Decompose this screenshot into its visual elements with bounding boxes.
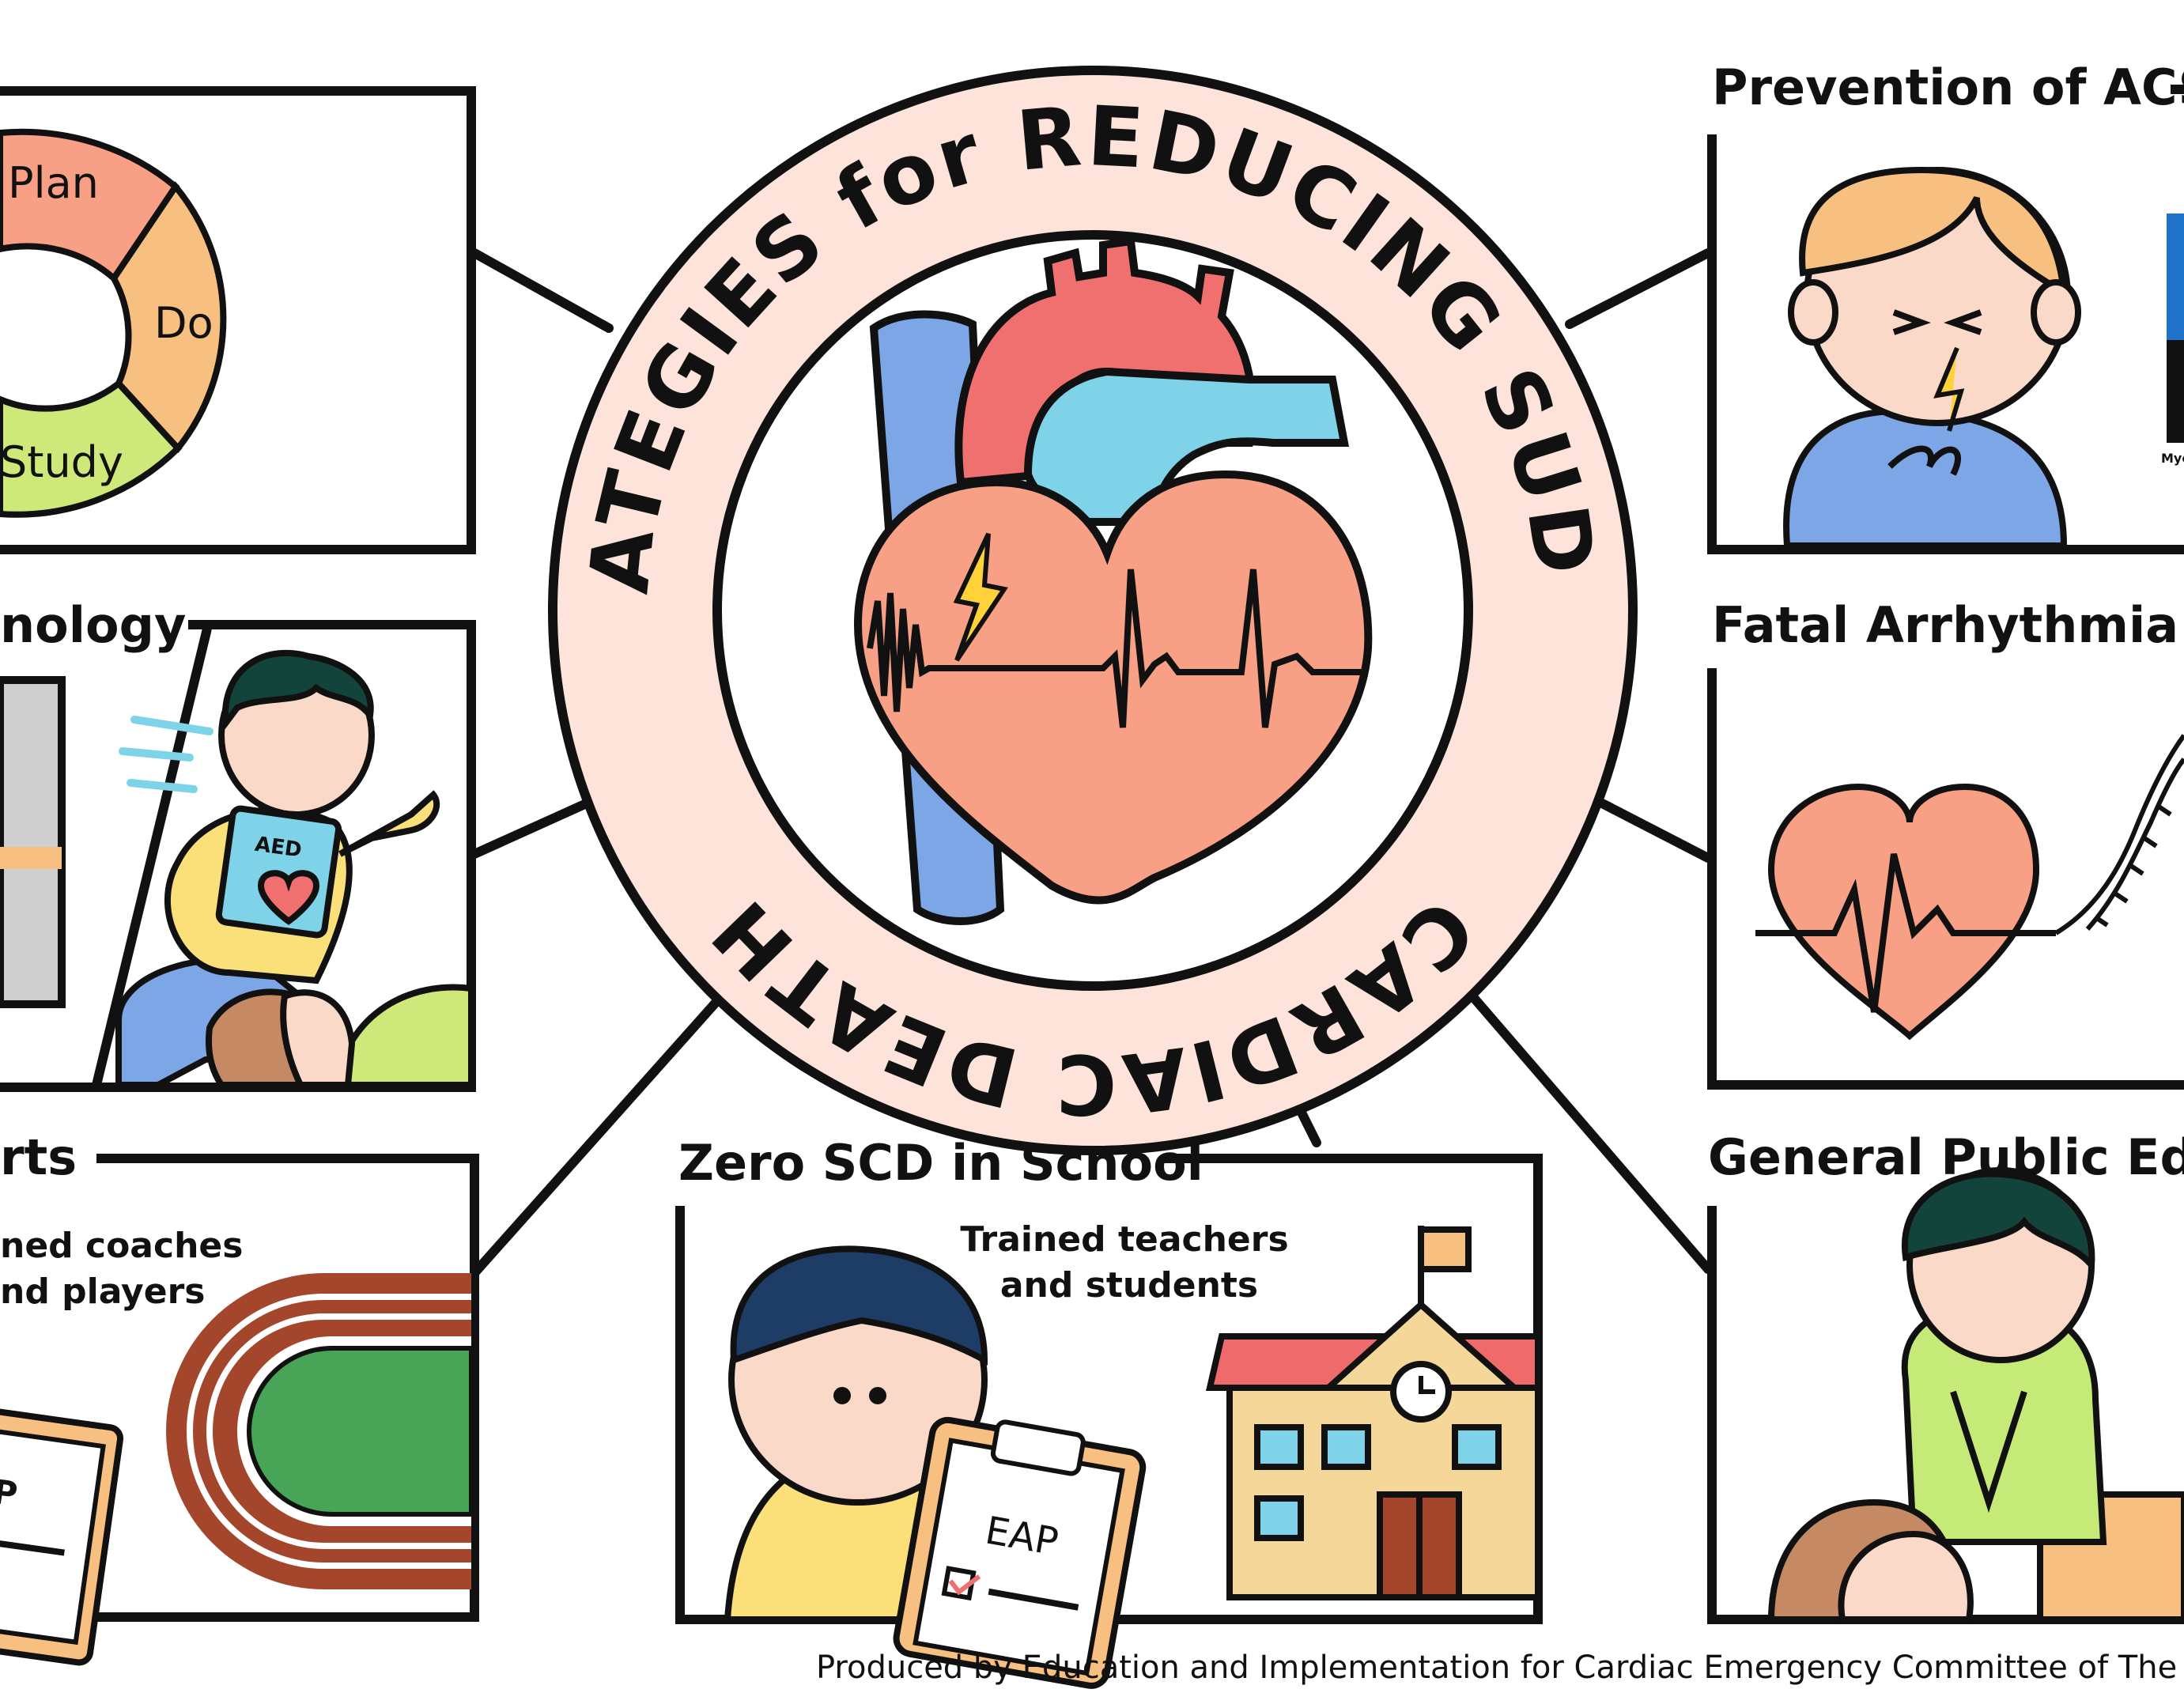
panel-sports: rts ned coaches nd players P [0, 1128, 479, 1666]
panel-arrhythmia: Fatal Arrhythmia Pre [1707, 596, 2184, 1090]
pdsa-cycle [0, 128, 227, 518]
school-eap-clipboard: EAP [893, 1416, 1147, 1689]
panel-public: General Public Educ [1707, 1128, 2184, 1624]
sports-eap-clipboard: P [0, 1403, 124, 1666]
school-line1: Trained teachers [960, 1219, 1288, 1260]
school-line2: and students [1000, 1265, 1258, 1306]
sports-line1: ned coaches [0, 1226, 243, 1266]
heart-bolt-icon [953, 532, 1008, 662]
panel-acs: Prevention of ACS Myo [1707, 59, 2184, 554]
hallway-wall [0, 676, 66, 1008]
school-window [1254, 1424, 1304, 1470]
panel-technology: nology AED [0, 596, 476, 1092]
panel-school: Zero SCD in School Trained teachers and … [675, 1134, 1543, 1689]
footer-credit: Produced by Education and Implementation… [816, 1649, 2184, 1686]
ecg-trace [867, 569, 1366, 728]
pdsa-study-segment [0, 379, 183, 518]
acs-title: Prevention of ACS [1712, 59, 2184, 116]
dna-helix-icon [2054, 734, 2184, 935]
chest-pain-figure [1783, 166, 2081, 549]
panel-pdsa: Plan Do Study [0, 86, 476, 554]
connector-lines [470, 248, 1713, 1278]
school-window [1452, 1424, 1502, 1470]
arrhythmia-title: Fatal Arrhythmia Pre [1712, 596, 2184, 654]
running-track [166, 1273, 474, 1589]
pdsa-study-label: Study [0, 437, 123, 487]
school-window [1254, 1495, 1304, 1541]
pdsa-do-segment [110, 181, 227, 454]
heart-illustration [853, 236, 1373, 925]
public-title: General Public Educ [1708, 1128, 2184, 1186]
pdsa-do-label: Do [154, 298, 213, 348]
technology-title: nology [0, 596, 186, 654]
motion-lines [119, 716, 213, 793]
aed-runner-figure: AED [115, 649, 440, 1088]
school-window [1321, 1424, 1371, 1470]
school-building [1205, 1226, 1541, 1600]
cpr-figure [1767, 1167, 2184, 1623]
sports-line2: nd players [0, 1272, 205, 1312]
acs-side-logo: Myo [2161, 214, 2184, 466]
heart-ecg-icon [1755, 783, 2056, 1041]
acs-side-text: Myo [2161, 451, 2184, 466]
pdsa-plan-label: Plan [8, 158, 99, 208]
sports-title: rts [0, 1128, 77, 1186]
